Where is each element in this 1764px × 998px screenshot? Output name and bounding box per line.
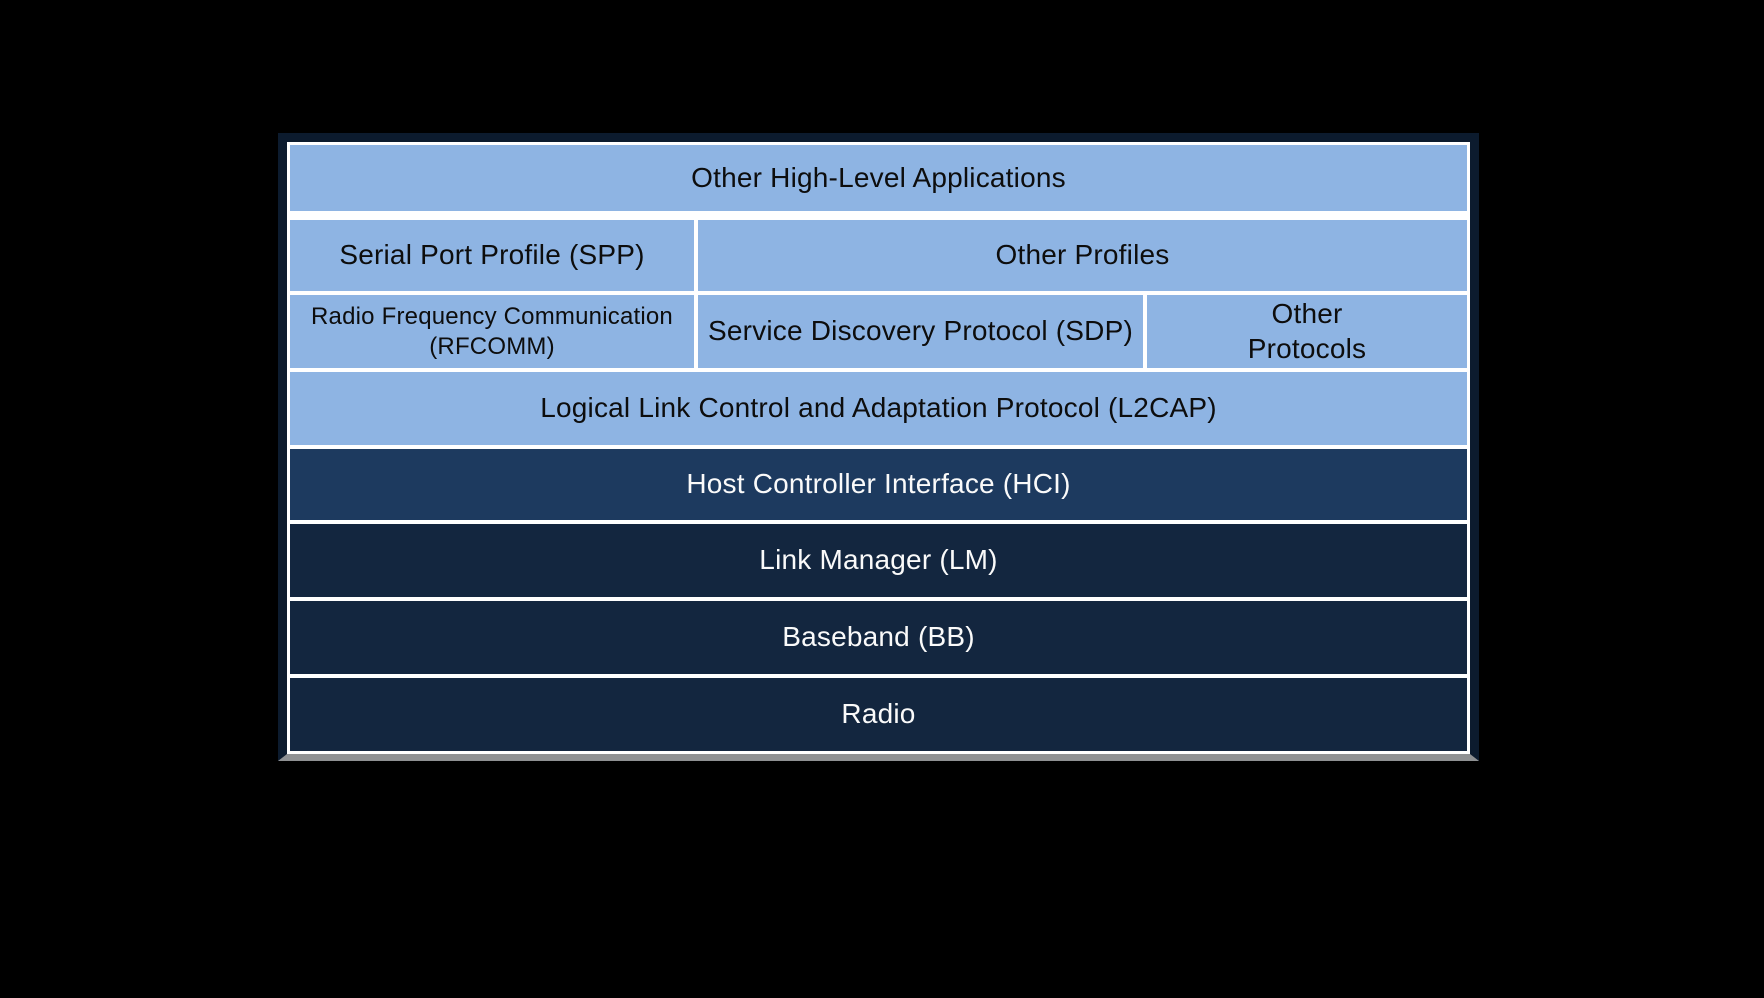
stack-row-hci: Host Controller Interface (HCI) — [290, 449, 1467, 520]
stack-row-profiles: Serial Port Profile (SPP) Other Profiles — [290, 220, 1467, 291]
stack-row-radio: Radio — [290, 678, 1467, 751]
layer-other-protocols: Other Protocols — [1147, 295, 1467, 368]
stack-row-protocols: Radio Frequency Communication (RFCOMM) S… — [290, 295, 1467, 368]
layer-other-profiles: Other Profiles — [698, 220, 1467, 291]
layer-other-high-level-applications: Other High-Level Applications — [290, 145, 1467, 211]
stack-row-link-manager: Link Manager (LM) — [290, 524, 1467, 597]
stack-row-baseband: Baseband (BB) — [290, 601, 1467, 674]
stack-row-applications: Other High-Level Applications — [290, 145, 1467, 211]
layer-hci: Host Controller Interface (HCI) — [290, 449, 1467, 520]
layer-radio: Radio — [290, 678, 1467, 751]
layer-baseband: Baseband (BB) — [290, 601, 1467, 674]
layer-serial-port-profile: Serial Port Profile (SPP) — [290, 220, 694, 291]
layer-sdp: Service Discovery Protocol (SDP) — [698, 295, 1143, 368]
layer-link-manager: Link Manager (LM) — [290, 524, 1467, 597]
stack-row-l2cap: Logical Link Control and Adaptation Prot… — [290, 372, 1467, 445]
bluetooth-protocol-stack-diagram: Other High-Level Applications Serial Por… — [278, 133, 1479, 761]
layer-rfcomm: Radio Frequency Communication (RFCOMM) — [290, 295, 694, 368]
layer-l2cap: Logical Link Control and Adaptation Prot… — [290, 372, 1467, 445]
